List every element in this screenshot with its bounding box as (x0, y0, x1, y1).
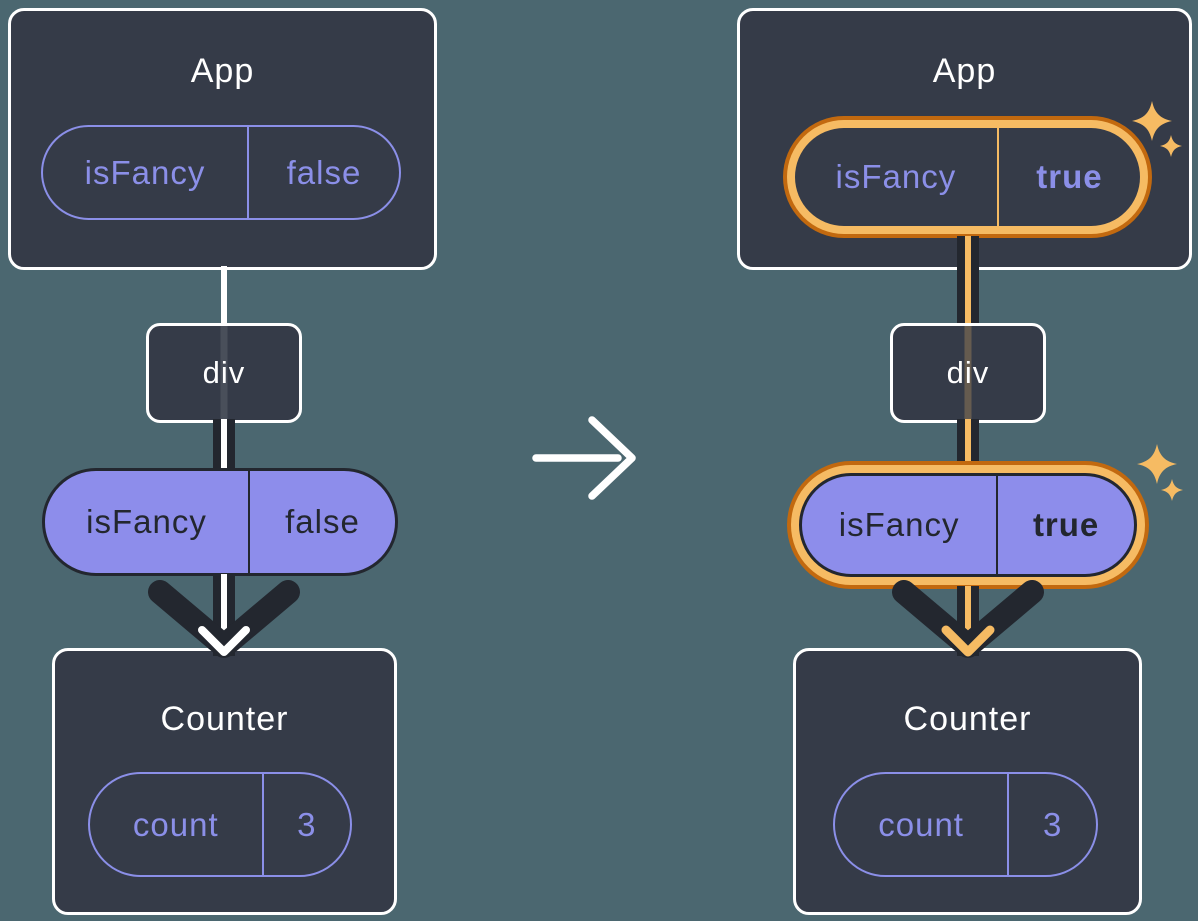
arrow-down-icon (892, 580, 1044, 658)
state-name: count (835, 774, 1010, 875)
counter-title-before: Counter (160, 700, 289, 738)
div-card-before: div (146, 323, 302, 423)
prop-value: false (286, 153, 362, 191)
prop-name: isFancy (802, 476, 999, 574)
app-title-before: App (190, 52, 255, 90)
highlight-ring-inner: isFancy true (791, 465, 1145, 585)
div-label-after: div (946, 355, 990, 390)
div-label-before: div (202, 355, 246, 390)
counter-state-pill-after: count 3 (833, 772, 1098, 877)
arrow-down-icon (148, 580, 300, 658)
arrow-right-icon (532, 416, 636, 500)
passed-prop-pill-before: isFancy false (42, 468, 398, 576)
prop-value: true (1036, 158, 1103, 195)
app-title-after: App (932, 52, 997, 90)
prop-value: false (285, 503, 360, 540)
highlight-ring: isFancy true (787, 461, 1149, 589)
state-name: count (90, 774, 264, 875)
div-card-after: div (890, 323, 1046, 423)
app-prop-pill-before: isFancy false (41, 125, 401, 220)
sparkles-icon (1137, 444, 1183, 501)
sparkles-icon (1132, 101, 1182, 157)
connector-passthrough-before (220, 326, 228, 420)
counter-title-after: Counter (903, 700, 1032, 738)
state-value: 3 (1042, 805, 1063, 843)
connector-passthrough-after (964, 326, 972, 420)
passed-prop-pill-after: isFancy true (799, 473, 1137, 577)
connector-app-div-after (957, 236, 979, 326)
prop-name: isFancy (43, 127, 249, 218)
app-prop-pill-after: isFancy true (795, 128, 1140, 226)
connector-app-div-before (221, 266, 227, 326)
prop-name: isFancy (795, 128, 999, 226)
highlight-ring: isFancy true (783, 116, 1152, 238)
prop-name: isFancy (45, 471, 250, 573)
counter-state-pill-before: count 3 (88, 772, 352, 877)
highlight-ring-inner: isFancy true (787, 120, 1148, 234)
connector-div-pill-after (957, 419, 979, 470)
connector-div-pill-before (213, 419, 235, 470)
state-value: 3 (297, 805, 317, 843)
prop-value: true (1032, 506, 1100, 543)
